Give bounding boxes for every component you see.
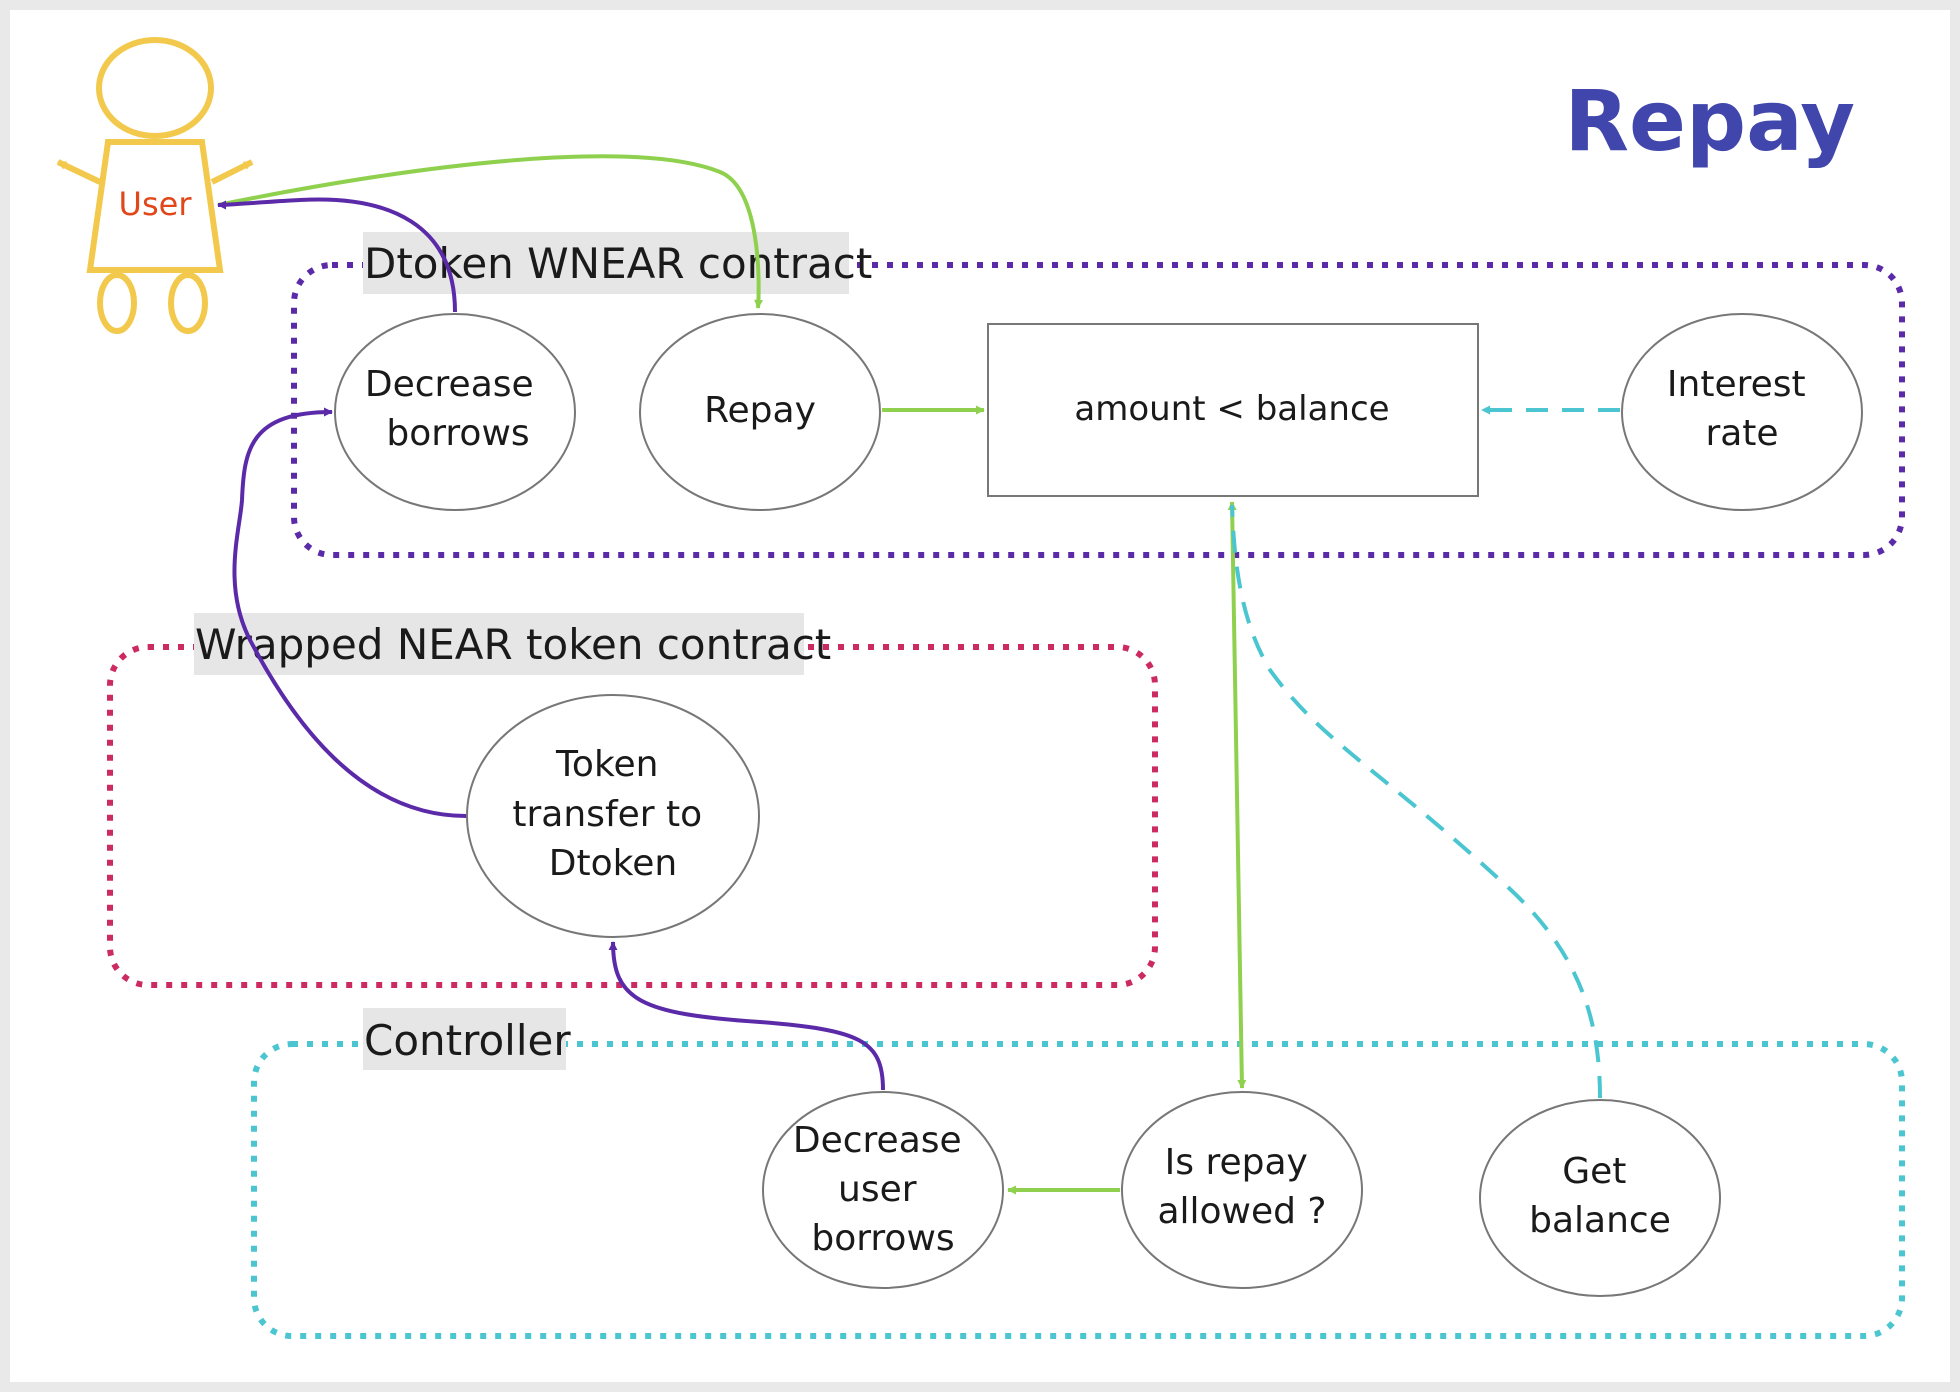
svg-text:Decrease borrows: Decrease borrows	[365, 364, 545, 454]
edge-decrease-user-to-transfer	[608, 941, 885, 1091]
dtoken-group-label: Dtoken WNEAR contract	[364, 239, 872, 288]
node-token-transfer-line-2: transfer to	[512, 794, 702, 835]
edge-user-to-repay	[217, 154, 764, 309]
edge-balance-to-check	[1230, 504, 1602, 1099]
node-token-transfer-line-1: Token	[555, 744, 658, 785]
node-interest-rate-line-2: rate	[1705, 413, 1778, 454]
node-decrease-user-borrows-line-1: Decrease	[793, 1120, 962, 1161]
svg-text:Repay: Repay	[704, 390, 816, 431]
controller-group-border	[251, 1041, 1905, 1339]
user-actor	[56, 37, 254, 334]
dtoken-group-label-bg	[363, 232, 849, 294]
svg-text:amount < balance: amount < balance	[1074, 389, 1389, 429]
user-right-arm	[210, 159, 254, 185]
node-amount-check: amount < balance	[987, 323, 1479, 497]
edge-transfer-to-decrease	[232, 407, 467, 818]
user-label: User	[119, 185, 193, 223]
wnear-group-label-bg	[194, 613, 804, 675]
edge-decrease-to-user	[217, 197, 457, 313]
person-icon	[96, 37, 214, 139]
node-token-transfer: Token transfer to Dtoken	[466, 694, 760, 938]
svg-text:Get balance: Get balance	[1529, 1151, 1671, 1241]
user-left-foot	[97, 272, 137, 334]
svg-text:Decrease user borr: Decrease user borrows	[793, 1120, 973, 1259]
node-repay-line-1: Repay	[704, 390, 816, 431]
node-decrease-borrows-line-1: Decrease	[365, 364, 534, 405]
svg-text:Token transfer to: Token transfer to Dtoken	[512, 744, 713, 884]
node-decrease-user-borrows: Decrease user borrows	[762, 1091, 1004, 1289]
wnear-group-label: Wrapped NEAR token contract	[195, 620, 831, 669]
edge-check-to-allowed	[1227, 501, 1247, 1089]
node-get-balance-line-1: Get	[1562, 1151, 1626, 1192]
node-is-repay-allowed-line-2: allowed ?	[1157, 1191, 1326, 1232]
node-amount-check-line-1: amount < balance	[1074, 389, 1389, 429]
user-right-foot	[168, 272, 208, 334]
controller-group-label: Controller	[364, 1016, 571, 1065]
node-decrease-borrows-line-2: borrows	[386, 413, 529, 454]
node-decrease-borrows: Decrease borrows	[334, 313, 576, 511]
node-decrease-user-borrows-line-3: borrows	[811, 1218, 954, 1259]
node-interest-rate: Interest rate	[1621, 313, 1863, 511]
diagram-title: Repay	[1564, 72, 1855, 170]
node-get-balance-line-2: balance	[1529, 1200, 1671, 1241]
node-is-repay-allowed: Is repay allowed ?	[1121, 1091, 1363, 1289]
node-is-repay-allowed-line-1: Is repay	[1165, 1142, 1308, 1183]
dtoken-group-border	[291, 262, 1905, 558]
node-get-balance: Get balance	[1479, 1099, 1721, 1297]
node-decrease-user-borrows-line-2: user	[838, 1169, 917, 1210]
node-token-transfer-line-3: Dtoken	[549, 843, 677, 884]
controller-group-label-bg	[363, 1008, 566, 1070]
user-body	[86, 139, 224, 273]
node-repay: Repay	[639, 313, 881, 511]
svg-text:Interest rate: Interest rate	[1667, 364, 1817, 454]
user-left-arm	[56, 159, 102, 185]
svg-text:Is repay allowed ?: Is repay allowed ?	[1157, 1142, 1326, 1232]
node-interest-rate-line-1: Interest	[1667, 364, 1806, 405]
